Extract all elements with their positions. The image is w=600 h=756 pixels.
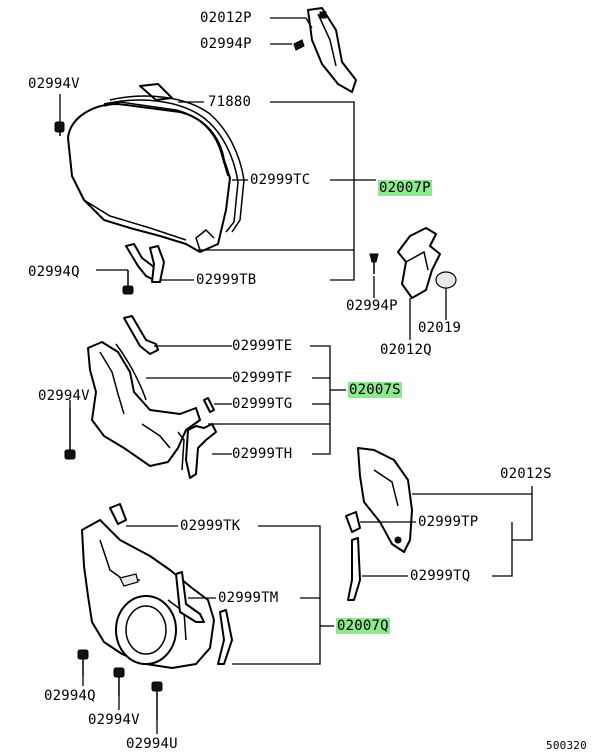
gasket-02999TG (203, 397, 215, 413)
label-02994V-bot[interactable]: 02994V (88, 712, 140, 728)
label-02994P-mid[interactable]: 02994P (346, 298, 398, 314)
label-02999TP[interactable]: 02999TP (418, 514, 479, 530)
bracket-02012S (357, 447, 413, 553)
label-02994U[interactable]: 02994U (126, 736, 178, 752)
label-02007S[interactable]: 02007S (348, 382, 402, 398)
diagram-id: 500320 (546, 739, 587, 752)
gasket-02999TH (177, 423, 217, 479)
gasket-02999TB (125, 243, 165, 283)
label-02007Q[interactable]: 02007Q (336, 618, 390, 634)
bolt-02994U (151, 681, 163, 720)
gasket-02999TP (345, 511, 361, 533)
label-02994Q-bot[interactable]: 02994Q (44, 688, 96, 704)
inner-cover-02999TF (87, 341, 201, 467)
gasket-02999TK (109, 503, 127, 525)
label-02999TC[interactable]: 02999TC (250, 172, 311, 188)
label-02994V-top[interactable]: 02994V (28, 76, 80, 92)
label-02012S[interactable]: 02012S (500, 466, 552, 482)
label-02999TG[interactable]: 02999TG (232, 396, 293, 412)
seal-02999TF (115, 343, 147, 401)
label-02999TB[interactable]: 02999TB (196, 272, 257, 288)
bolt-02994V-bot (113, 667, 125, 696)
gasket-02999TM (175, 571, 233, 665)
label-02019[interactable]: 02019 (418, 320, 462, 336)
label-02994Q-top[interactable]: 02994Q (28, 264, 80, 280)
label-02999TQ[interactable]: 02999TQ (410, 568, 471, 584)
label-02999TF[interactable]: 02999TF (232, 370, 293, 386)
label-02999TH[interactable]: 02999TH (232, 446, 293, 462)
cap-02019 (435, 271, 457, 289)
leader-lines (59, 17, 533, 734)
bolt-02994Q-top (122, 270, 134, 295)
bolt-02994P-mid (369, 253, 379, 274)
bracket-02012Q (397, 227, 441, 299)
bolt-02994Q-bot (77, 649, 89, 676)
bolt-02994V-mid (64, 408, 76, 460)
label-71880[interactable]: 71880 (208, 94, 252, 110)
gasket-02999TQ (347, 537, 361, 601)
bracket-02012P-top (307, 7, 357, 93)
label-02994V-mid[interactable]: 02994V (38, 388, 90, 404)
gasket-02999TE (123, 315, 159, 355)
lower-cover-02999TK (81, 519, 215, 669)
label-02999TK[interactable]: 02999TK (180, 518, 241, 534)
bolt-02994V-top (54, 121, 65, 136)
label-02994P-top[interactable]: 02994P (200, 36, 252, 52)
label-02999TE[interactable]: 02999TE (232, 338, 293, 354)
label-02012Q[interactable]: 02012Q (380, 342, 432, 358)
gasket-71880 (103, 83, 245, 233)
label-02012P-top[interactable]: 02012P (200, 10, 252, 26)
upper-cover-02999TC (67, 101, 231, 253)
label-02007P[interactable]: 02007P (378, 180, 432, 196)
label-02999TM[interactable]: 02999TM (218, 590, 279, 606)
bolt-02994P-top (293, 39, 305, 51)
